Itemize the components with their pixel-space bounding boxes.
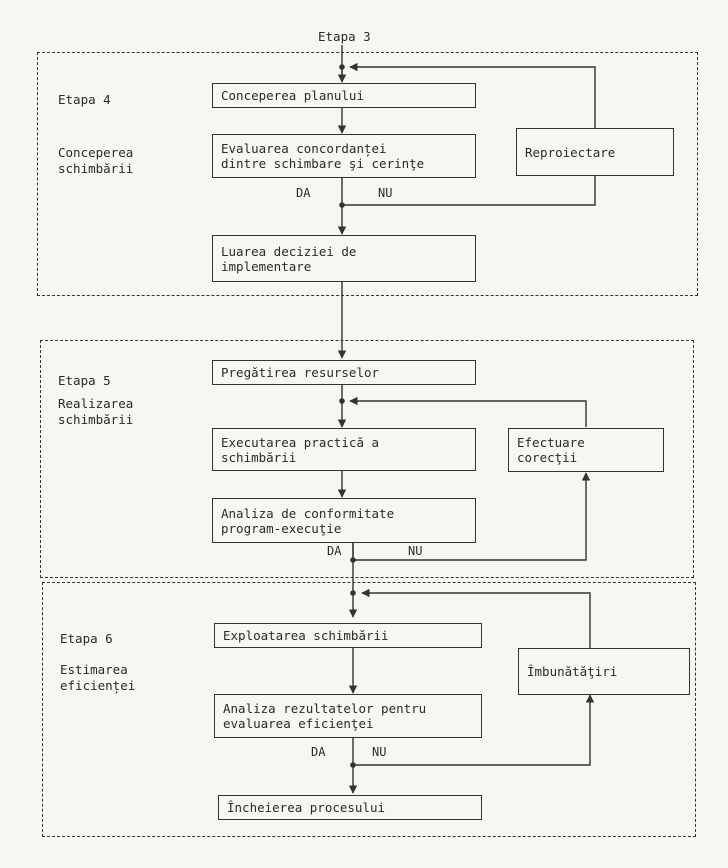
stage-6-frame <box>42 582 696 837</box>
box-pregatirea-resurselor: Pregătirea resurselor <box>212 360 476 385</box>
box-evaluarea-concordantei: Evaluarea concordanței dintre schimbare … <box>212 134 476 178</box>
box-incheierea-procesului: Încheierea procesului <box>218 795 482 820</box>
box-efectuare-corectii: Efectuare corecţii <box>508 428 664 472</box>
box-conceperea-planului: Conceperea planului <box>212 83 476 108</box>
stage-5-subtitle: Realizarea schimbării <box>58 396 134 427</box>
stage-5-frame <box>40 340 694 578</box>
decision-yes-2: DA <box>327 544 342 558</box>
stage-6-subtitle: Estimarea eficienței <box>60 662 136 693</box>
box-exploatarea-schimbarii: Exploatarea schimbării <box>214 623 482 648</box>
decision-no-2: NU <box>408 544 423 558</box>
box-executarea-practica: Executarea practică a schimbării <box>212 428 476 471</box>
stage-4-subtitle: Conceperea schimbării <box>58 145 134 176</box>
decision-yes-1: DA <box>296 186 311 200</box>
box-analiza-rezultatelor: Analiza rezultatelor pentru evaluarea ef… <box>214 694 482 738</box>
box-luarea-deciziei: Luarea deciziei de implementare <box>212 235 476 282</box>
box-imbunatatiri: Îmbunătăţiri <box>518 648 690 695</box>
box-analiza-conformitate: Analiza de conformitate program-execuţie <box>212 498 476 543</box>
decision-yes-3: DA <box>311 745 326 759</box>
top-label-etapa-3: Etapa 3 <box>318 29 371 44</box>
stage-5-title: Etapa 5 <box>58 373 111 388</box>
stage-4-frame <box>37 52 698 296</box>
decision-no-3: NU <box>372 745 387 759</box>
stage-4-title: Etapa 4 <box>58 92 111 107</box>
decision-no-1: NU <box>378 186 393 200</box>
stage-6-title: Etapa 6 <box>60 631 113 646</box>
box-reproiectare: Reproiectare <box>516 128 674 176</box>
